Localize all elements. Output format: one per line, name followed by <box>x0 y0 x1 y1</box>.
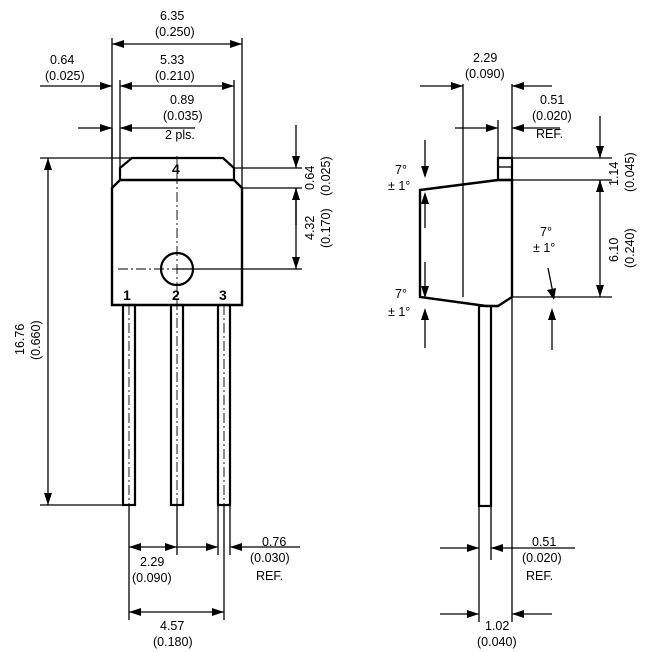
dimension-label: 16.76 <box>13 324 27 355</box>
dimension-label: (0.030) <box>250 551 290 565</box>
dimension-label: 2.29 <box>140 555 164 569</box>
dimension-label: 6.10 <box>607 238 621 262</box>
dimension-label: 0.64 <box>303 166 317 190</box>
side-lead <box>477 304 493 508</box>
pin-label-3: 3 <box>219 287 227 303</box>
dim-lead-offset: 0.64 (0.025) <box>40 53 112 90</box>
dimension-label: ± 1° <box>533 241 555 255</box>
dimension-label: (0.210) <box>155 69 195 83</box>
dimension-label: 1.14 <box>607 162 621 186</box>
side-tab <box>496 156 514 182</box>
dimension-label: (0.090) <box>465 67 505 81</box>
dim-tab-height: 1.14 (0.045) <box>512 116 637 192</box>
front-view: 4 1 2 3 6.35 (0.250) 5.33 (0.210) <box>13 9 333 649</box>
dimension-label: (0.180) <box>153 635 193 649</box>
pin-label-4: 4 <box>172 161 180 177</box>
dimension-label: ± 1° <box>388 179 410 193</box>
dimension-label: REF. <box>536 127 563 141</box>
dimension-label: 6.35 <box>160 9 184 23</box>
dim-hole-height: 4.32 (0.170) <box>177 188 333 270</box>
dimension-label: (0.090) <box>132 571 172 585</box>
dimension-label: 7° <box>540 225 552 239</box>
dim-draft-bottom: 7° ± 1° <box>388 262 429 348</box>
dimension-label: (0.020) <box>532 109 572 123</box>
dimension-label: (0.040) <box>477 635 517 649</box>
dimension-label: 0.76 <box>262 535 286 549</box>
dimension-label: 0.51 <box>540 93 564 107</box>
dim-draft-right: 7° ± 1° <box>533 225 556 350</box>
dim-side-body-height: 6.10 (0.240) <box>512 180 637 298</box>
dim-tab-thickness: 0.51 (0.020) REF. <box>455 93 572 158</box>
dim-side-lead-offset: 1.02 (0.040) <box>440 610 552 649</box>
dimension-label: (0.025) <box>45 69 85 83</box>
dimension-label: (0.045) <box>623 152 637 192</box>
dimension-label: ± 1° <box>388 305 410 319</box>
side-body <box>418 178 514 308</box>
pin-label-1: 1 <box>123 287 131 303</box>
dimension-label: 4.57 <box>160 619 184 633</box>
dim-draft-top: 7° ± 1° <box>388 140 429 228</box>
dim-lead-width: 0.76 (0.030) REF. <box>217 505 300 583</box>
tab-outline <box>118 156 236 180</box>
dimension-label: (0.170) <box>319 208 333 248</box>
dimension-label: 7° <box>395 163 407 177</box>
dim-lead-span: 4.57 (0.180) <box>129 505 225 649</box>
dim-lead-thickness: 0.51 (0.020) REF. <box>440 535 575 583</box>
dimension-label: (0.660) <box>29 320 43 360</box>
dimension-label: (0.250) <box>155 25 195 39</box>
dimension-label: 7° <box>395 287 407 301</box>
dimension-label: 0.64 <box>50 53 74 67</box>
side-view: 2.29 (0.090) 0.51 (0.020) REF. 1.14 (0.0… <box>388 51 637 649</box>
dimension-label: (0.020) <box>522 551 562 565</box>
dimension-label: REF. <box>256 569 283 583</box>
dimension-label: (0.025) <box>319 156 333 196</box>
dim-chamfer: 0.89 (0.035) 2 pls. <box>78 93 203 188</box>
dimension-label: 2 pls. <box>165 128 195 142</box>
dimension-label: REF. <box>526 569 553 583</box>
dimension-label: 2.29 <box>473 51 497 65</box>
dimension-label: 1.02 <box>485 619 509 633</box>
pin-label-2: 2 <box>172 287 180 303</box>
dim-lead-pitch: 2.29 (0.090) <box>128 505 218 620</box>
dim-body-width: 5.33 (0.210) <box>119 53 235 168</box>
dimension-label: 0.89 <box>170 93 194 107</box>
dimension-label: (0.035) <box>163 109 203 123</box>
dim-side-thickness: 2.29 (0.090) <box>420 51 552 90</box>
dimension-label: 5.33 <box>160 53 184 67</box>
dim-overall-height: 16.76 (0.660) <box>13 157 132 506</box>
dimension-label: (0.240) <box>623 228 637 268</box>
dimension-label: 0.51 <box>532 535 556 549</box>
dimension-label: 4.32 <box>303 216 317 240</box>
